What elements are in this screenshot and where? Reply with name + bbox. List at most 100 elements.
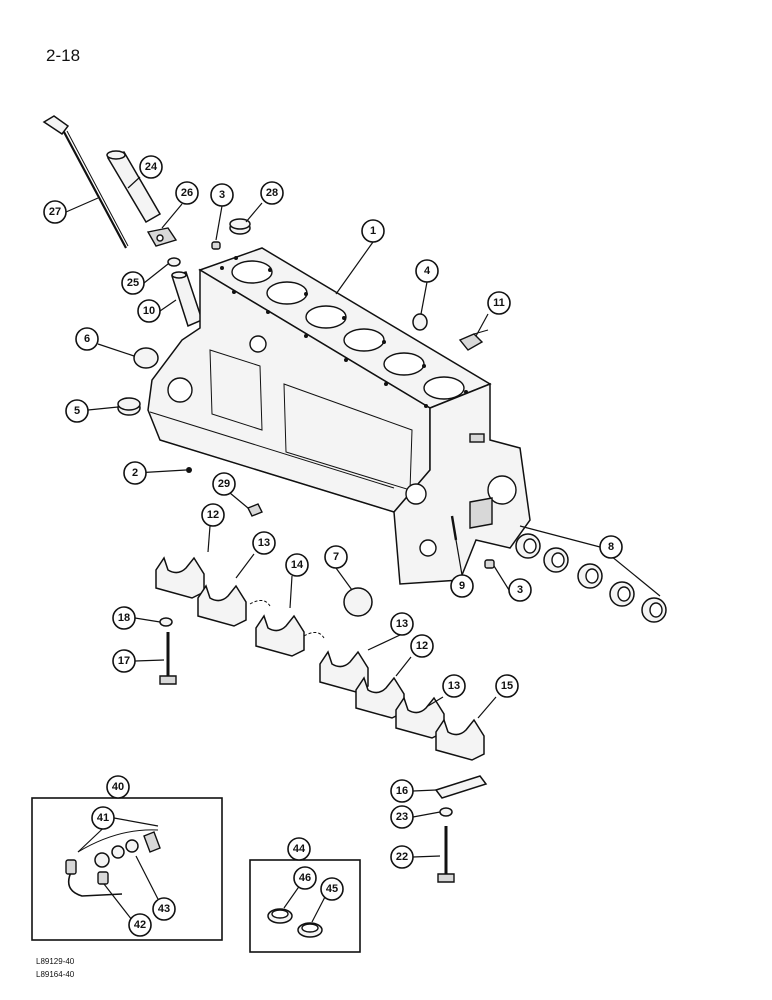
sensor	[247, 503, 263, 517]
callout-4: 4	[415, 259, 439, 283]
svg-text:13: 13	[396, 618, 408, 630]
cylinder-block	[147, 247, 531, 585]
callout-9: 9	[450, 574, 474, 598]
leader-lines	[65, 176, 661, 923]
thrust-washer	[249, 600, 271, 607]
dipstick-tube	[106, 150, 162, 224]
callout-12: 12	[410, 634, 434, 658]
svg-text:28: 28	[266, 187, 278, 199]
svg-text:12: 12	[416, 640, 428, 652]
plug	[484, 559, 495, 569]
figure-code: L89164-40	[36, 970, 75, 979]
sensor-kit-parts	[65, 829, 161, 897]
inset-seal-kit	[249, 859, 361, 953]
svg-text:7: 7	[333, 551, 339, 563]
freeze-plug	[117, 397, 141, 416]
callout-13: 13	[390, 612, 414, 636]
expansion-plug	[229, 218, 251, 235]
svg-text:45: 45	[326, 883, 338, 895]
callout-25: 25	[121, 271, 145, 295]
callout-13: 13	[442, 674, 466, 698]
plug	[211, 241, 221, 250]
o-ring	[167, 257, 181, 267]
svg-text:41: 41	[97, 812, 109, 824]
svg-text:42: 42	[134, 919, 146, 931]
svg-text:6: 6	[84, 333, 90, 345]
svg-text:10: 10	[143, 305, 155, 317]
bolt	[437, 826, 455, 883]
svg-text:22: 22	[396, 851, 408, 863]
plate	[434, 775, 488, 799]
main-bearing-caps	[155, 556, 485, 761]
callout-29: 29	[212, 472, 236, 496]
svg-text:26: 26	[181, 187, 193, 199]
svg-text:11: 11	[493, 297, 505, 309]
dowel	[450, 515, 458, 541]
svg-text:13: 13	[448, 680, 460, 692]
svg-text:1: 1	[370, 225, 376, 237]
svg-text:44: 44	[293, 843, 306, 855]
callout-17: 17	[112, 649, 136, 673]
svg-text:3: 3	[517, 584, 523, 596]
washer	[439, 807, 453, 817]
callout-46: 46	[293, 866, 317, 890]
svg-text:8: 8	[608, 541, 614, 553]
svg-text:43: 43	[158, 903, 170, 915]
svg-text:27: 27	[49, 206, 61, 218]
callout-23: 23	[390, 805, 414, 829]
thrust-washer	[303, 632, 325, 639]
sleeve	[171, 271, 203, 328]
bolt	[159, 632, 177, 685]
callout-43: 43	[152, 897, 176, 921]
callout-13: 13	[252, 531, 276, 555]
svg-text:9: 9	[459, 580, 465, 592]
callout-44: 44	[287, 837, 311, 861]
callout-28: 28	[260, 181, 284, 205]
callout-11: 11	[487, 291, 511, 315]
svg-text:17: 17	[118, 655, 130, 667]
callout-12: 12	[201, 503, 225, 527]
figure-code: L89129-40	[36, 957, 75, 966]
page-number: 2-18	[46, 46, 81, 65]
svg-text:14: 14	[291, 559, 304, 571]
freeze-plug	[412, 313, 428, 331]
svg-text:46: 46	[299, 872, 311, 884]
svg-text:15: 15	[501, 680, 513, 692]
callout-3: 3	[210, 183, 234, 207]
seal-rings	[267, 908, 323, 938]
svg-text:18: 18	[118, 612, 130, 624]
callout-8: 8	[599, 535, 623, 559]
svg-text:24: 24	[145, 161, 158, 173]
callout-26: 26	[175, 181, 199, 205]
callout-7: 7	[324, 545, 348, 569]
tube-clamp	[146, 227, 178, 247]
svg-text:23: 23	[396, 811, 408, 823]
callout-10: 10	[137, 299, 161, 323]
callout-3: 3	[508, 578, 532, 602]
svg-text:25: 25	[127, 277, 139, 289]
callout-45: 45	[320, 877, 344, 901]
svg-text:29: 29	[218, 478, 230, 490]
svg-text:12: 12	[207, 509, 219, 521]
svg-text:3: 3	[219, 189, 225, 201]
fitting	[458, 329, 489, 351]
callout-41: 41	[91, 806, 115, 830]
callout-1: 1	[361, 219, 385, 243]
washer	[159, 617, 173, 627]
callout-5: 5	[65, 399, 89, 423]
svg-text:2: 2	[132, 467, 138, 479]
callout-2: 2	[123, 461, 147, 485]
svg-text:40: 40	[112, 781, 124, 793]
svg-text:16: 16	[396, 785, 408, 797]
callout-6: 6	[75, 327, 99, 351]
callout-14: 14	[285, 553, 309, 577]
callout-27: 27	[43, 200, 67, 224]
callout-40: 40	[106, 775, 130, 799]
inset-sensor-kit	[31, 797, 223, 941]
callout-24: 24	[139, 155, 163, 179]
callout-42: 42	[128, 913, 152, 937]
freeze-plug	[343, 587, 373, 617]
freeze-plug	[133, 347, 159, 369]
ball	[186, 467, 192, 473]
